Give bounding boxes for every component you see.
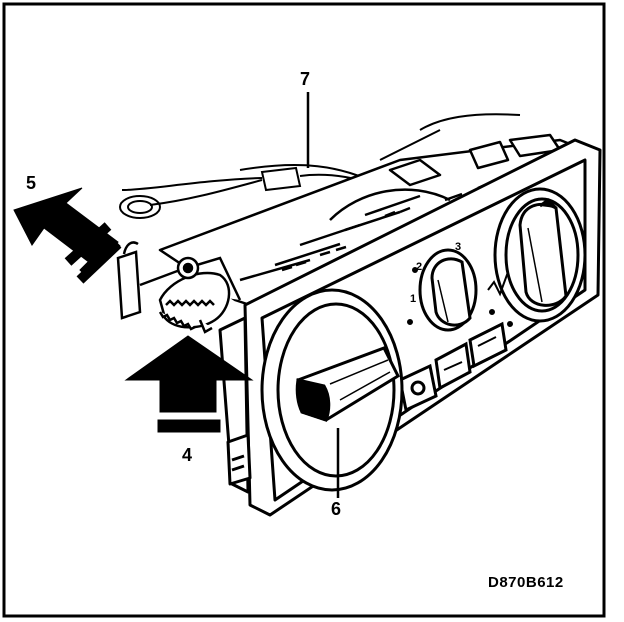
mode-knob bbox=[260, 288, 404, 492]
lever-mechanism bbox=[116, 241, 242, 334]
push-buttons bbox=[398, 321, 508, 413]
dial-markings: 1 2 3 bbox=[410, 241, 461, 305]
vent-symbol bbox=[407, 267, 513, 327]
dial-mark-1: 1 bbox=[410, 293, 416, 305]
dial-mark-2: 2 bbox=[416, 261, 422, 273]
dial-mark-3: 3 bbox=[455, 241, 461, 253]
drawing-code: D870B612 bbox=[488, 574, 564, 591]
temperature-knob bbox=[493, 187, 587, 323]
housing-body bbox=[158, 133, 592, 307]
arrow-5-break bbox=[64, 222, 122, 284]
callout-5: 5 bbox=[26, 173, 37, 193]
leader-lines bbox=[306, 92, 340, 498]
figure-border bbox=[2, 2, 606, 618]
fan-speed-knob bbox=[418, 248, 478, 332]
arrow-4 bbox=[124, 335, 254, 433]
callout-7: 7 bbox=[300, 69, 311, 89]
callout-6: 6 bbox=[331, 499, 342, 519]
arrow-5 bbox=[13, 187, 121, 299]
callout-4: 4 bbox=[182, 445, 193, 465]
